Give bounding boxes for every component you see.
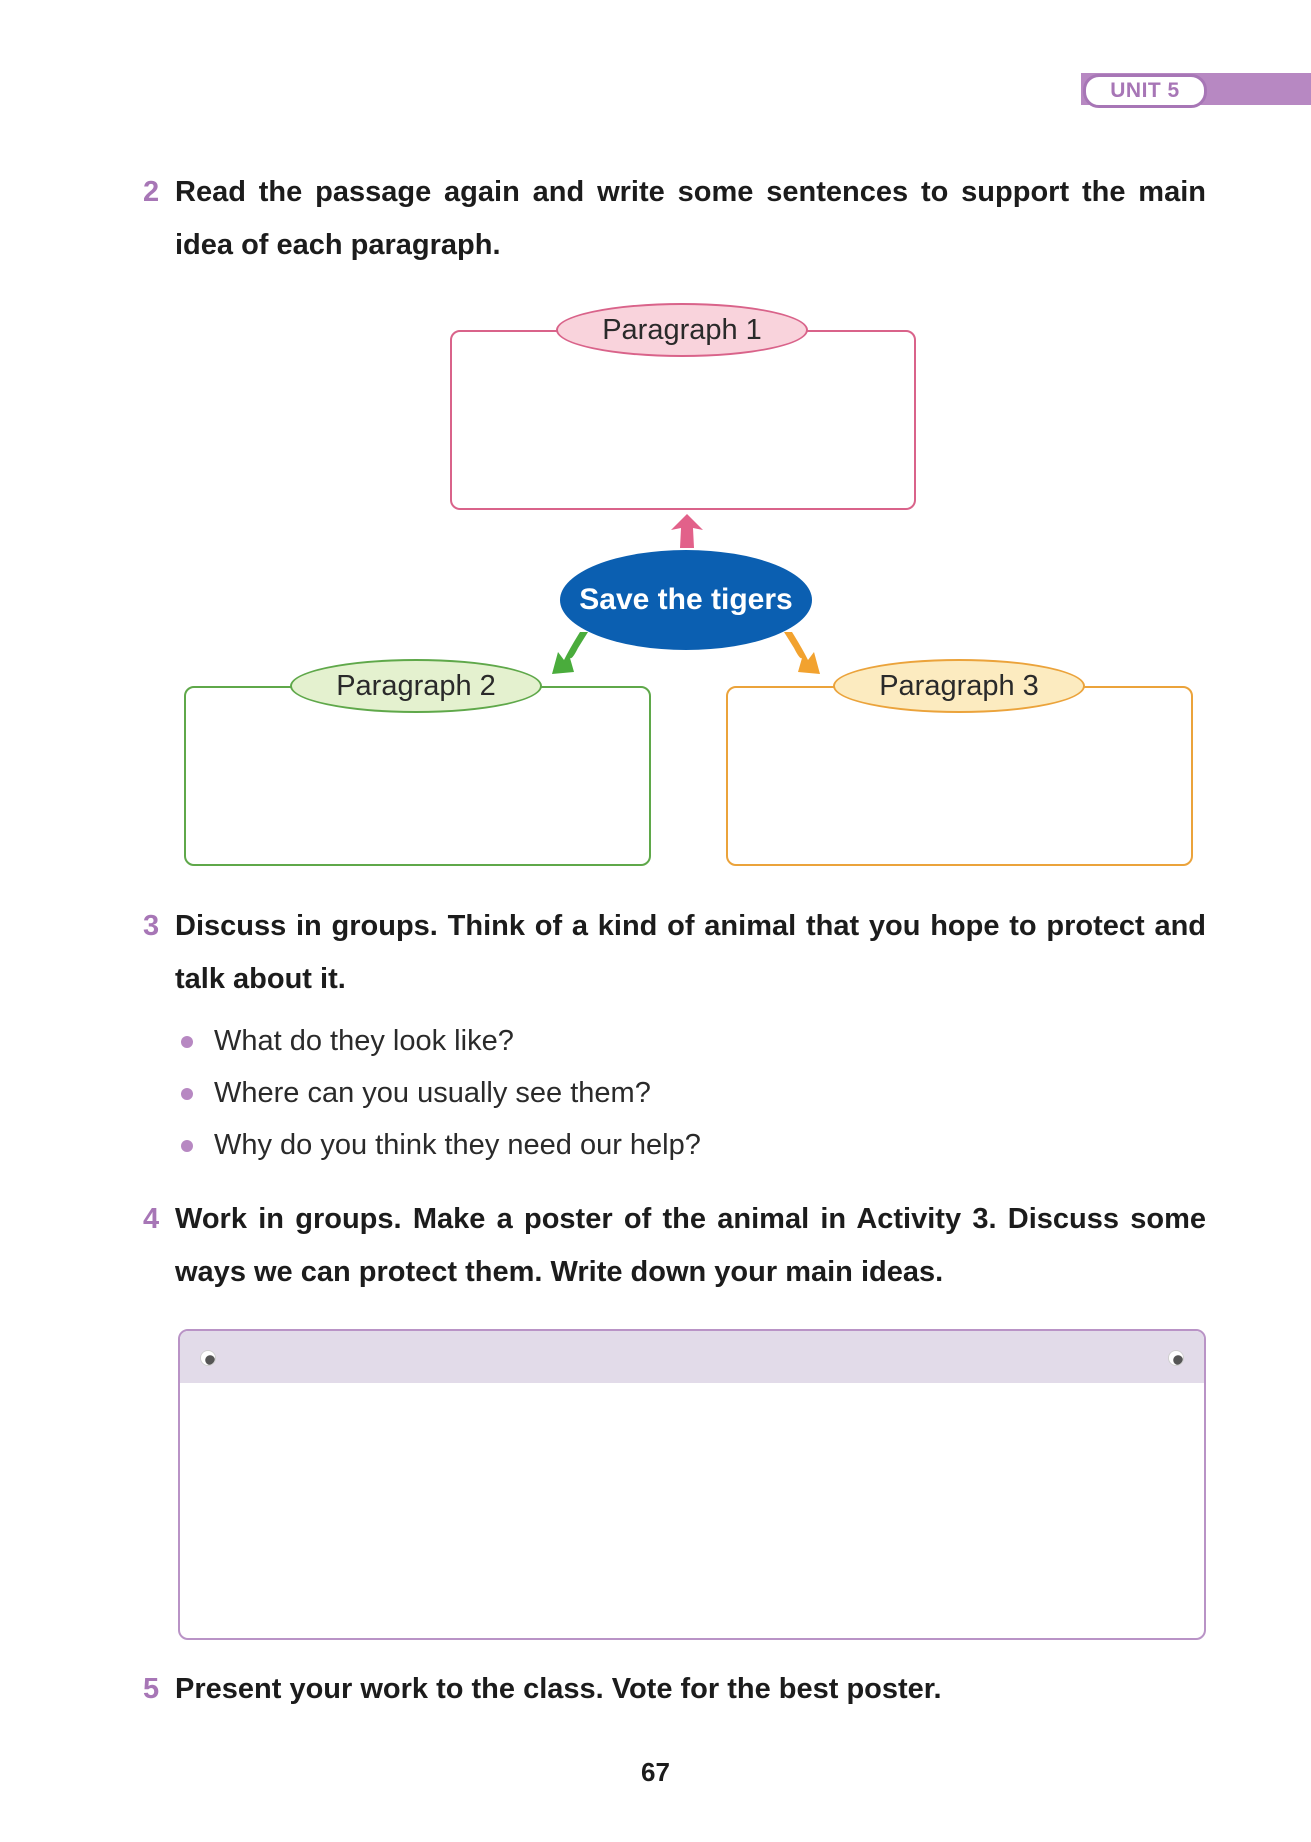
arrow-down-left-icon <box>552 632 588 674</box>
bullet-icon <box>181 1088 193 1100</box>
activity-instruction: Read the passage again and write some se… <box>175 176 1206 261</box>
center-topic: Save the tigers <box>560 550 812 650</box>
unit-label: UNIT 5 <box>1083 74 1207 108</box>
activity-number: 5 <box>143 1673 160 1705</box>
activity-4: 4 Work in groups. Make a poster of the a… <box>143 1193 1206 1299</box>
activity-5: 5 Present your work to the class. Vote f… <box>143 1663 1206 1716</box>
mind-map-diagram: Paragraph 1 Paragraph 2 Paragraph 3 Save… <box>0 290 1311 880</box>
paragraph-2-answer-box[interactable] <box>184 686 651 866</box>
list-item: Where can you usually see them? <box>178 1067 701 1119</box>
activity-number: 4 <box>143 1203 160 1235</box>
poster-writing-area[interactable] <box>178 1329 1206 1640</box>
paragraph-1-answer-box[interactable] <box>450 330 916 510</box>
paragraph-3-answer-box[interactable] <box>726 686 1193 866</box>
paragraph-1-label: Paragraph 1 <box>556 303 808 357</box>
activity-instruction: Work in groups. Make a poster of the ani… <box>175 1203 1206 1288</box>
activity-number: 2 <box>143 176 160 208</box>
pin-icon <box>201 1351 215 1365</box>
list-item: Why do you think they need our help? <box>178 1119 701 1171</box>
pin-icon <box>1169 1351 1183 1365</box>
arrow-up-icon <box>671 514 703 548</box>
activity-number: 3 <box>143 910 160 942</box>
activity-instruction: Discuss in groups. Think of a kind of an… <box>175 910 1206 995</box>
discussion-questions: What do they look like? Where can you us… <box>178 1015 701 1171</box>
list-item: What do they look like? <box>178 1015 701 1067</box>
activity-3: 3 Discuss in groups. Think of a kind of … <box>143 900 1206 1006</box>
activity-2: 2 Read the passage again and write some … <box>143 166 1206 272</box>
page-number: 67 <box>641 1757 670 1787</box>
arrow-down-right-icon <box>784 632 820 674</box>
bullet-icon <box>181 1036 193 1048</box>
paragraph-2-label: Paragraph 2 <box>290 659 542 713</box>
activity-instruction: Present your work to the class. Vote for… <box>175 1673 942 1705</box>
bullet-icon <box>181 1140 193 1152</box>
poster-header-bar <box>180 1331 1204 1383</box>
paragraph-3-label: Paragraph 3 <box>833 659 1085 713</box>
